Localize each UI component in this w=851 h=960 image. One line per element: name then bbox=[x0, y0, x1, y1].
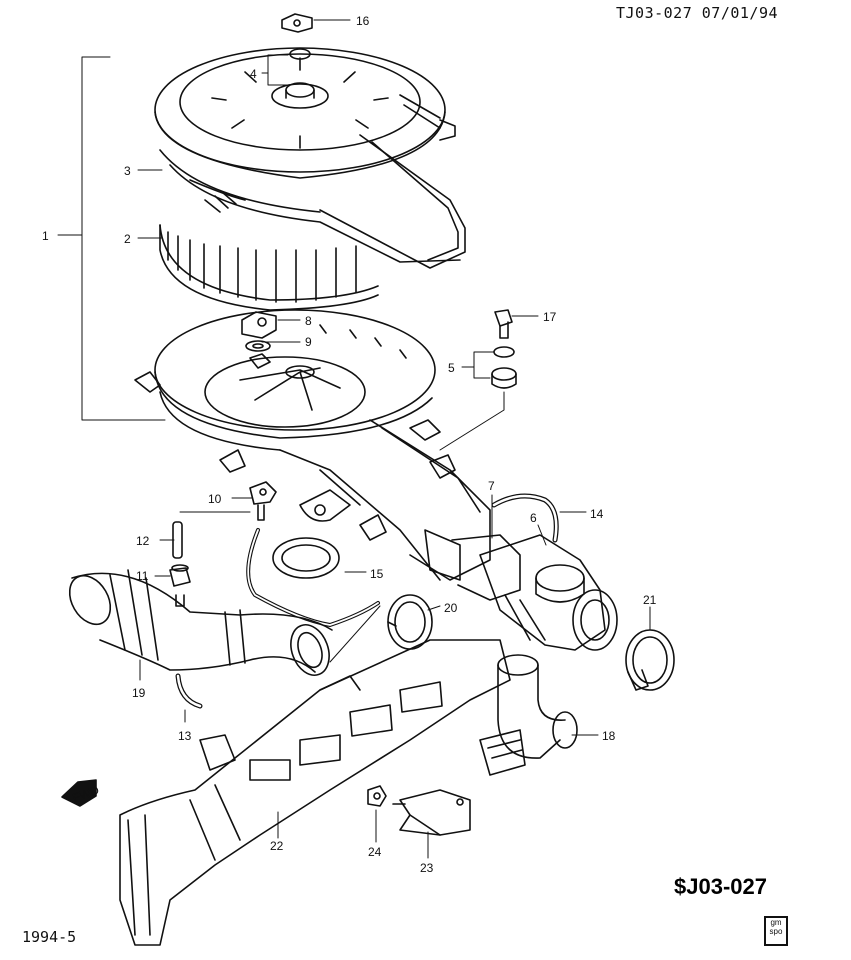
fwd-arrow bbox=[62, 780, 96, 806]
clamp-21 bbox=[626, 630, 674, 690]
callout-5: 5 bbox=[448, 361, 455, 375]
intake-duct-22 bbox=[120, 640, 510, 945]
callout-23: 23 bbox=[420, 861, 434, 875]
clamp-20 bbox=[388, 595, 432, 649]
callout-3: 3 bbox=[124, 164, 131, 178]
logo-line1: gm bbox=[770, 918, 782, 927]
callout-24: 24 bbox=[368, 845, 382, 859]
grommets-5 bbox=[492, 347, 516, 388]
callout-22: 22 bbox=[270, 839, 284, 853]
callout-14: 14 bbox=[590, 507, 604, 521]
callout-15: 15 bbox=[370, 567, 384, 581]
diagram-code: $J03-027 bbox=[674, 874, 767, 899]
callout-17: 17 bbox=[543, 310, 557, 324]
nut-24 bbox=[368, 786, 386, 806]
doc-id: TJ03-027 bbox=[616, 4, 693, 22]
callout-19: 19 bbox=[132, 686, 146, 700]
callout-labels: 1 2 3 4 5 6 7 8 9 10 11 12 13 14 15 16 1… bbox=[42, 14, 657, 875]
edition-date: 1994-5 bbox=[22, 928, 77, 946]
filter-element bbox=[160, 225, 378, 310]
callout-2: 2 bbox=[124, 232, 131, 246]
callout-7: 7 bbox=[488, 479, 495, 493]
vacuum-fittings bbox=[170, 482, 378, 706]
callout-1: 1 bbox=[42, 229, 49, 243]
bolt-17 bbox=[495, 310, 512, 338]
logo-line2: spo bbox=[769, 927, 783, 936]
callout-13: 13 bbox=[178, 729, 192, 743]
callout-20: 20 bbox=[444, 601, 458, 615]
callout-8: 8 bbox=[305, 314, 312, 328]
callout-11: 11 bbox=[136, 569, 149, 583]
gasket-15 bbox=[273, 538, 339, 578]
air-cleaner-case bbox=[135, 310, 490, 580]
intake-hose-19 bbox=[61, 568, 335, 680]
gm-spo-logo: gm spo bbox=[764, 916, 788, 946]
callout-12: 12 bbox=[136, 534, 150, 548]
leader-lines bbox=[58, 20, 650, 858]
elbow-18 bbox=[480, 655, 577, 775]
callout-10: 10 bbox=[208, 492, 222, 506]
bracket-23 bbox=[393, 790, 470, 835]
callout-6: 6 bbox=[530, 511, 537, 525]
nut-and-washer bbox=[242, 312, 276, 368]
callout-4: 4 bbox=[250, 67, 257, 81]
callout-21: 21 bbox=[643, 593, 657, 607]
callout-18: 18 bbox=[602, 729, 616, 743]
callout-9: 9 bbox=[305, 335, 312, 349]
cap-16 bbox=[282, 14, 312, 32]
air-cleaner-cover bbox=[155, 48, 465, 268]
doc-date: 07/01/94 bbox=[701, 4, 779, 22]
callout-16: 16 bbox=[356, 14, 370, 28]
doc-header: TJ03-027 07/01/94 bbox=[616, 4, 778, 22]
airflow-meter bbox=[425, 496, 617, 650]
